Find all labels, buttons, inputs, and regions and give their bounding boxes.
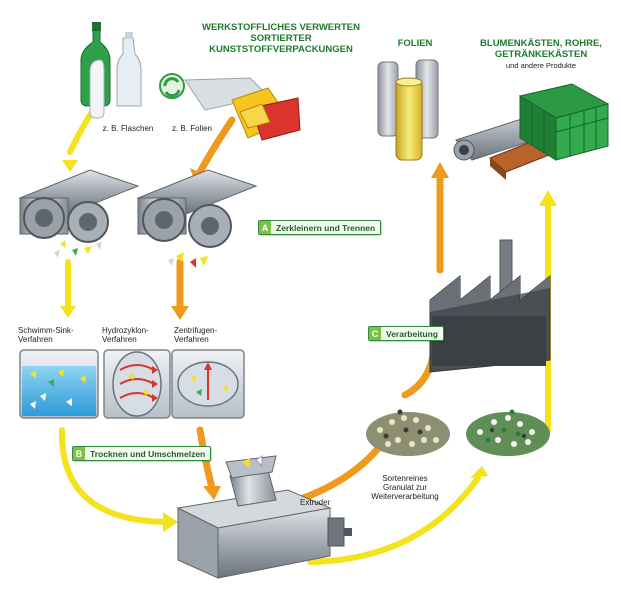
granulate-right-illustration — [466, 409, 550, 456]
zentri-label: Zentrifugen- Verfahren — [174, 326, 244, 344]
products-title-line2: GETRÄNKEKÄSTEN — [494, 49, 588, 60]
hydro-label-line1: Hydrozyklon- — [102, 326, 149, 335]
arrow-sink-to-extruder — [58, 427, 168, 525]
shredder-right-illustration — [136, 169, 258, 268]
step-b-letter: B — [73, 447, 85, 460]
zentri-label-line1: Zentrifugen- — [174, 326, 218, 335]
hydro-label: Hydrozyklon- Verfahren — [102, 326, 172, 344]
hydrocyclone-panel — [103, 349, 171, 419]
shredder-left-illustration — [18, 169, 140, 258]
flaschen-label: z. B. Flaschen — [102, 124, 154, 133]
products-title-line1: BLUMENKÄSTEN, ROHRE, — [480, 38, 602, 49]
main-title-line2: SORTIERTER KUNSTSTOFFVERPACKUNGEN — [209, 33, 353, 55]
step-a-badge: A Zerkleinern und Trennen — [258, 220, 382, 235]
granulat-label-line1: Sortenreines — [382, 474, 428, 483]
foils-illustration — [184, 77, 301, 141]
zentri-label-line2: Verfahren — [174, 335, 209, 344]
step-b-badge: B Trocknen und Umschmelzen — [72, 446, 212, 461]
sink-float-panel — [19, 349, 99, 419]
schwimm-label: Schwimm-Sink- Verfahren — [18, 326, 98, 344]
granulate-left-illustration — [366, 409, 450, 456]
foil-rolls-illustration — [377, 59, 439, 161]
bottles-illustration — [80, 22, 185, 119]
hydro-label-line2: Verfahren — [102, 335, 137, 344]
schwimm-label-line2: Verfahren — [18, 335, 53, 344]
pipe-box-crate-illustration — [453, 83, 610, 180]
centrifuge-panel — [171, 349, 245, 419]
factory-illustration — [429, 239, 551, 373]
schwimm-label-line1: Schwimm-Sink- — [18, 326, 74, 335]
granulat-label-line2: Granulat zur — [382, 483, 428, 492]
folien-title: FOLIEN — [397, 38, 433, 49]
main-title-line1: WERKSTOFFLICHES VERWERTEN — [202, 22, 360, 33]
step-c-badge: C Verarbeitung — [368, 326, 444, 341]
products-title: BLUMENKÄSTEN, ROHRE, GETRÄNKEKÄSTEN und … — [468, 38, 614, 71]
granulat-label-line3: Weiterverarbeitung — [371, 492, 439, 501]
folien-example-label: z. B. Folien — [171, 124, 212, 133]
step-c-text: Verarbeitung — [386, 328, 438, 339]
products-subtitle: und andere Produkte — [505, 61, 577, 70]
step-b-text: Trocknen und Umschmelzen — [90, 448, 206, 459]
arrow-extruder-to-granulate — [307, 475, 481, 565]
yellow-arrowheads — [60, 160, 557, 532]
step-a-letter: A — [259, 221, 271, 234]
step-a-text: Zerkleinern und Trennen — [276, 222, 376, 233]
step-c-letter: C — [369, 327, 381, 340]
granulat-label: Sortenreines Granulat zur Weiterverarbei… — [360, 474, 450, 501]
arrow-foils-to-shredder — [196, 116, 236, 176]
extruder-label: Extruder — [300, 498, 331, 507]
main-title: WERKSTOFFLICHES VERWERTEN SORTIERTER KUN… — [186, 22, 376, 55]
extruder-illustration — [176, 455, 352, 579]
